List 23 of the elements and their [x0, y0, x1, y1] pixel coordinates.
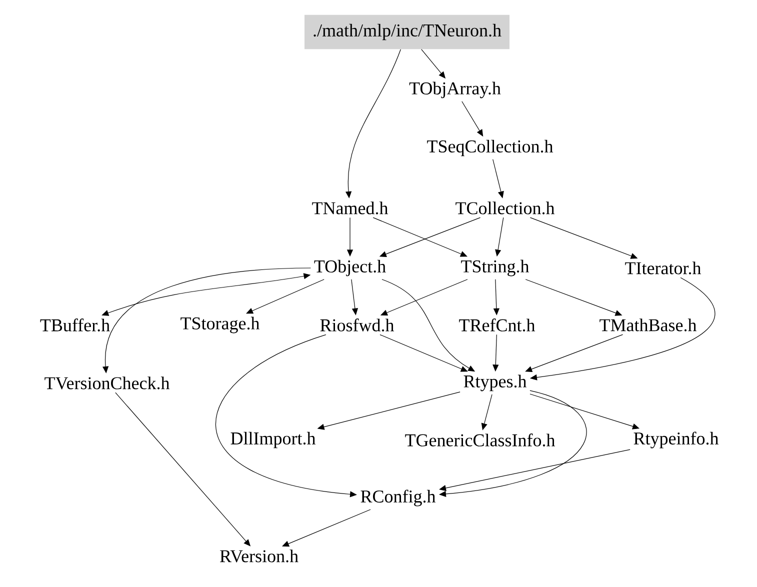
file-label: RConfig.h — [360, 490, 436, 506]
file-box: ./math/mlp/inc/TNeuron.h — [304, 14, 510, 50]
file-label: TCollection.h — [456, 202, 555, 214]
file-label: TString.h — [461, 260, 530, 276]
file-label: TBuffer.h — [40, 318, 110, 332]
file-label: TObjArray.h — [409, 82, 501, 98]
file-label: DllImport.h — [230, 432, 316, 448]
arrow — [372, 217, 468, 257]
file-label: TMathBase.h — [600, 318, 697, 332]
file-label: TNamed.h — [312, 202, 388, 214]
file-label: TRefCnt.h — [459, 318, 536, 332]
arrow — [525, 334, 624, 372]
file-label: TGenericClassInfo.h — [405, 434, 555, 446]
file-label: Riosfwd.h — [320, 318, 394, 332]
file-label: TStorage.h — [180, 316, 260, 334]
file-label: RVersion.h — [220, 550, 298, 562]
file-label: TIterator.h — [625, 262, 702, 274]
file-label: TSeqCollection.h — [427, 140, 554, 156]
file-label: TVersionCheck.h — [44, 376, 170, 390]
file-label: Rtypeinfo.h — [634, 432, 719, 448]
file-label: Rtypes.h — [464, 374, 527, 392]
file-label: TObject.h — [314, 260, 386, 276]
arrow — [380, 334, 468, 372]
